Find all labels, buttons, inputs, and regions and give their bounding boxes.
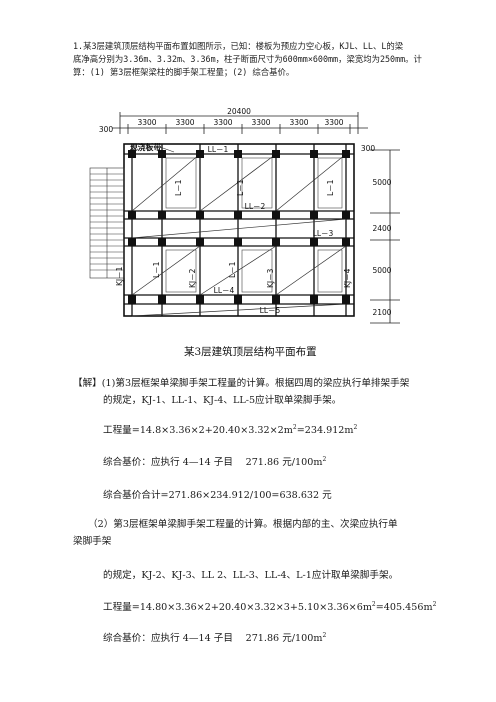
beam-label-kj3: KJ－3	[266, 268, 275, 288]
bay-dim: 3300	[213, 118, 232, 127]
right-dim: 5000	[372, 266, 391, 275]
dim-right-300: 300	[361, 144, 376, 153]
bay-dim: 3300	[324, 118, 343, 127]
question-line-1: 1.某3层建筑顶层结构平面布置如图所示，已知：楼板为预应力空心板，KJL、LL、…	[73, 41, 404, 51]
beam-label-l1: L－1	[228, 261, 237, 278]
figure-caption: 某3层建筑顶层结构平面布置	[184, 346, 317, 358]
beam-label-ll5: LL－5	[260, 306, 281, 315]
question-line-3: 算：(1) 第3层框架梁柱的脚手架工程量；(2) 综合基价。	[73, 67, 295, 77]
beam-label-kj4: KJ－4	[343, 268, 352, 288]
right-dim: 2400	[372, 224, 391, 233]
solution-p2-line1: （2）第3层框架单梁脚手架工程量的计算。根据内部的主、次梁应执行单	[88, 519, 398, 530]
bay-dim: 3300	[289, 118, 308, 127]
solution-p1-line2: 的规定，KJ-1、LL-1、KJ-4、LL-5应计取单梁脚手架。	[103, 395, 342, 406]
bay-dim: 3300	[251, 118, 270, 127]
right-dim: 5000	[372, 178, 391, 187]
beam-label-ll1: LL－1	[208, 145, 229, 154]
equation-3: 综合基价合计=271.86×234.912/100=638.632 元	[103, 490, 332, 501]
dim-total: 20400	[227, 108, 251, 116]
beam-label-l1: L－1	[174, 179, 183, 196]
right-dim: 2100	[372, 308, 391, 317]
beam-label-ll3: LL－3	[313, 229, 334, 238]
bay-dim: 3300	[175, 118, 194, 127]
bay-dim: 3300	[137, 118, 156, 127]
solution-p2-line3: 的规定，KJ-2、KJ-3、LL 2、LL-3、LL-4、L-1应计取单梁脚手架…	[103, 570, 399, 581]
beam-label-ll4: LL－4	[214, 286, 235, 295]
equation-4: 工程量=14.80×3.36×2+20.40×3.32×3+5.10×3.36×…	[103, 600, 437, 613]
equation-1: 工程量=14.8×3.36×2+20.40×3.32×2m2=234.912m2	[103, 423, 358, 436]
dim-left-300: 300	[99, 125, 114, 134]
equation-2: 综合基价：应执行 4—14 子目 271.86 元/100m2	[103, 455, 327, 468]
equation-5: 综合基价：应执行 4—14 子目 271.86 元/100m2	[103, 631, 327, 644]
beam-label-kj2: KJ－2	[188, 268, 197, 288]
question-line-2: 底净高分别为3.36m、3.32m、3.36m，柱子断面尺寸为600mm×600…	[73, 54, 422, 64]
solution-p1-line1: 【解】(1)第3层框架单梁脚手架工程量的计算。根据四周的梁应执行单排架手架	[73, 378, 410, 389]
beam-label-l1: L－1	[326, 179, 335, 196]
beam-label-kj1: KJ－1	[115, 266, 124, 286]
slab-strip-label: 现浇板带	[130, 142, 161, 152]
beam-label-l1: L－1	[236, 179, 245, 196]
structural-plan-drawing: 20400 300 3300 3300 3300 3300 3300 3300 …	[89, 108, 400, 324]
beam-label-l1: L－1	[152, 261, 161, 278]
beam-label-ll2: LL－2	[245, 202, 266, 211]
solution-p2-line2: 梁脚手架	[73, 536, 112, 547]
